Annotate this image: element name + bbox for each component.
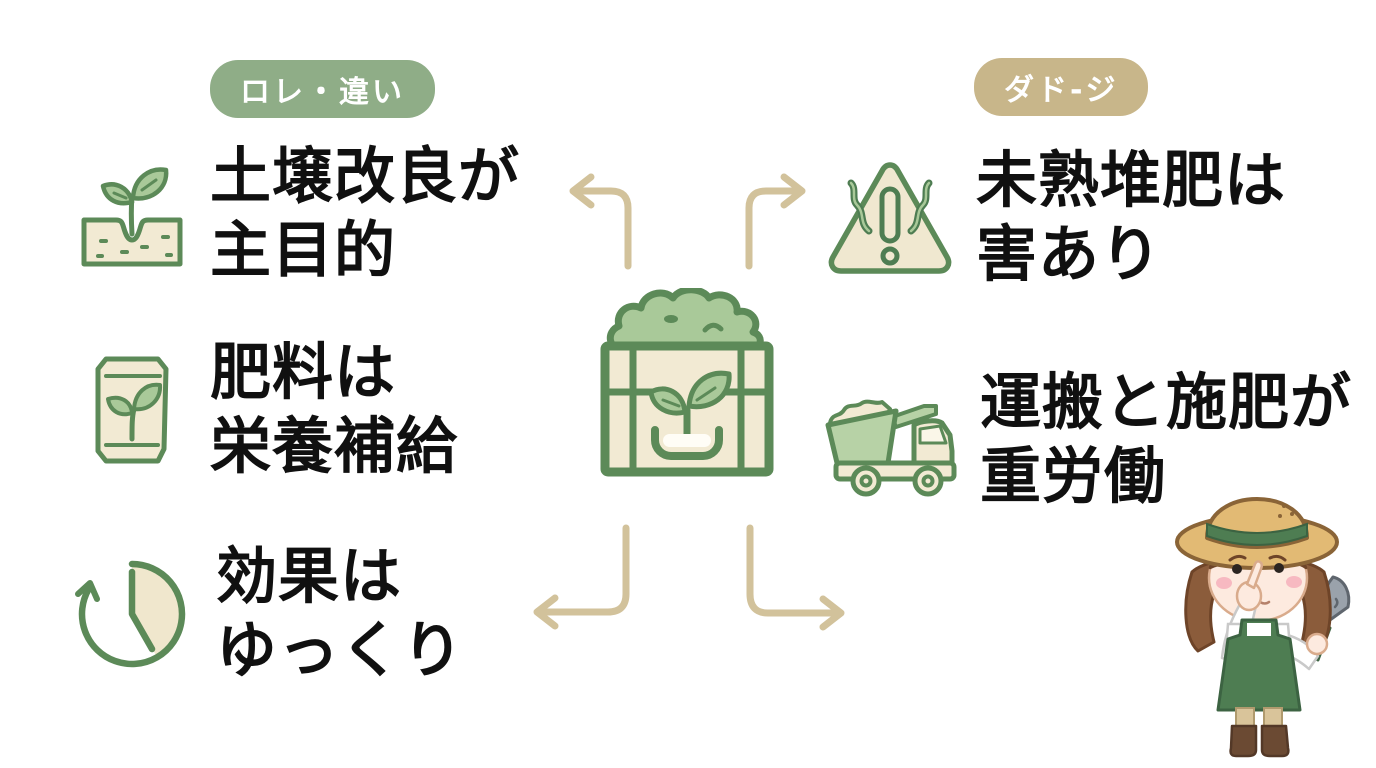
clock-slow-icon (66, 550, 198, 678)
right-boot (1260, 724, 1290, 758)
item-text-line2: ゆっくり (216, 615, 465, 687)
left-item-fertilizer: 肥料は 栄養補給 (72, 336, 458, 485)
gardener-girl-pinching-nose-character (1175, 497, 1351, 758)
arrow-top-left (569, 173, 632, 270)
fertilizer-bag-icon (72, 351, 192, 469)
arrow-bottom-right (746, 524, 845, 631)
left-blush (1216, 577, 1232, 589)
left-item-soil-improvement: 土壌改良が 主目的 (72, 140, 520, 289)
compost-bin-icon (600, 288, 774, 477)
arrow-bottom-left (533, 524, 630, 630)
apron-bib-opening (1247, 623, 1271, 636)
apron (1216, 618, 1302, 712)
left-boot (1229, 724, 1258, 758)
item-text-line2: 栄養補給 (210, 411, 459, 483)
item-text-line2: 害あり (976, 219, 1163, 291)
straw-hat-icon (1175, 497, 1339, 570)
item-text-line2: 主目的 (210, 215, 397, 287)
item-text-line1: 肥料は (210, 337, 397, 408)
warning-odor-icon (822, 157, 958, 279)
item-text-line2: 重労働 (980, 441, 1167, 513)
left-eye (1232, 564, 1242, 574)
right-item-immature-compost: 未熟堆肥は 害あり (822, 144, 1286, 293)
right-blush (1286, 576, 1302, 588)
right-item-heavy-labor: 運搬と施肥が 重労働 (818, 366, 1352, 515)
left-item-slow-effect: 効果は ゆっくり (66, 540, 464, 689)
sprout-soil-icon (72, 158, 192, 270)
item-text-line1: 運搬と施肥が (980, 367, 1353, 438)
arrow-top-right (745, 173, 806, 270)
right-section-badge: ダド-ジ (974, 58, 1149, 116)
left-section-badge: ロレ・違い (210, 60, 435, 118)
dump-truck-icon (818, 383, 962, 497)
index-finger (1245, 560, 1264, 590)
item-text-line1: 土壌改良が (210, 141, 521, 212)
item-text-line1: 未熟堆肥は (976, 145, 1287, 216)
eyebrows (1228, 554, 1287, 562)
fist (1305, 632, 1329, 656)
item-text-line1: 効果は (216, 541, 403, 612)
right-eye (1274, 563, 1284, 573)
